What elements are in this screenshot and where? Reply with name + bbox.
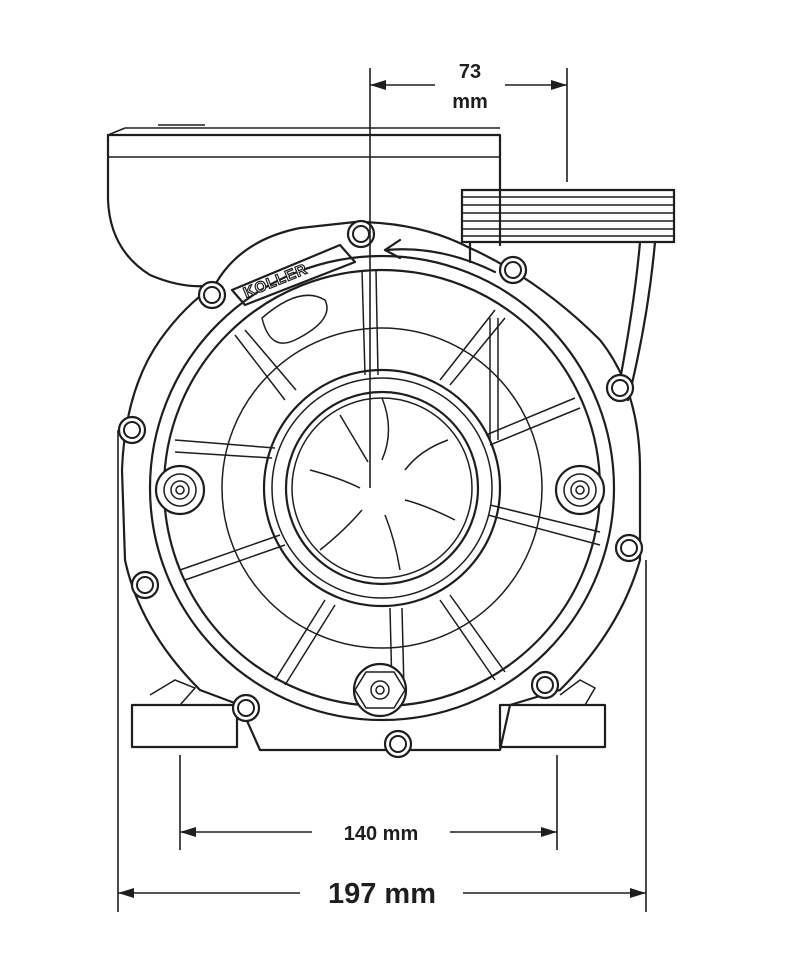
impeller [309, 397, 456, 571]
top-housing [106, 124, 502, 288]
outlet-offset-value: 73 [459, 61, 481, 83]
dimension-lines [117, 68, 647, 912]
bolt-hole [346, 219, 376, 249]
bolt-holes [117, 219, 644, 759]
threaded-outlet [460, 188, 676, 402]
bolt-hole [614, 533, 644, 563]
bolt-hole [498, 255, 528, 285]
bolt-hole [605, 373, 635, 403]
boss-left [154, 464, 206, 516]
casing-ribs [174, 269, 601, 691]
bosses [154, 464, 606, 718]
overall-width-label: 197 mm [328, 878, 436, 910]
outlet-offset-unit: mm [452, 91, 488, 113]
bolt-hole [530, 670, 560, 700]
bolt-hole [197, 280, 227, 310]
bolt-hole [383, 729, 413, 759]
bolt-hole [130, 570, 160, 600]
boss-right [554, 464, 606, 516]
drain-nut [352, 662, 408, 718]
rotation-arrow-icon [383, 248, 497, 274]
mounting-feet [130, 679, 607, 749]
foot-spacing-label: 140 mm [344, 823, 419, 845]
bolt-hole [231, 693, 261, 723]
bolt-hole [117, 415, 147, 445]
